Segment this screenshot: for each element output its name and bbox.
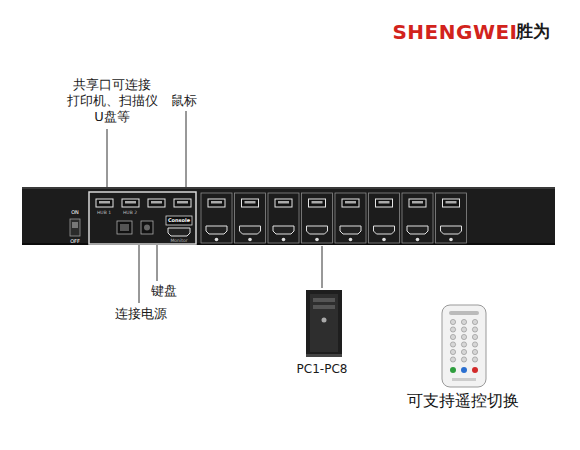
leader-lines [107,111,322,303]
callout-label: 连接电源 [115,307,167,322]
brand-logo: SHENGWEI [392,21,517,44]
usb-ports [96,199,191,207]
panel-marking: Console [168,218,190,224]
remote-control [442,305,486,387]
callout-label: 共享口可连接 打印机、扫描仪 U盘等 [63,77,161,125]
brand-logo: 胜为 [516,22,550,42]
pc-port-modules [201,193,467,243]
callout-label: PC1-PC8 [297,363,348,377]
panel-marking: HUB 2 [123,210,137,215]
panel-marking: HUB 1 [97,210,111,215]
caption-label: 可支持遥控切换 [407,392,519,410]
callout-label: 键盘 [151,284,177,299]
panel-marking: OFF [70,239,80,245]
panel-marking: ON [71,210,79,216]
pc-tower [306,290,342,357]
kvm-panel [22,187,555,245]
panel-marking: Monitor [170,238,187,243]
callout-label: 鼠标 [171,94,197,109]
